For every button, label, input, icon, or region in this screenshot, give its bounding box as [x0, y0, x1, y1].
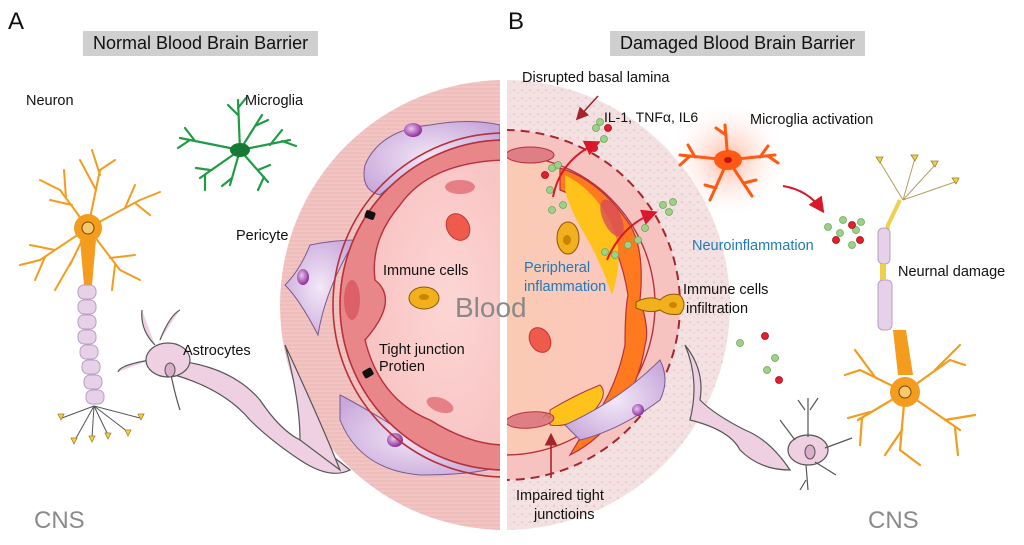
panel-title-normal: Normal Blood Brain Barrier	[83, 31, 319, 56]
panel-divider	[500, 60, 507, 530]
label-tight-junction-1: Tight junction	[379, 342, 465, 358]
label-peripheral-2: inflammation	[524, 279, 607, 295]
label-microglia: Microglia	[245, 93, 304, 109]
label-infiltration-1: Immune cells	[683, 282, 769, 298]
label-pericyte: Pericyte	[236, 228, 289, 244]
label-neuronal-damage: Neurnal damage	[898, 264, 1006, 280]
red-blood-cell	[528, 327, 552, 353]
damaged-vessel	[507, 80, 730, 530]
label-neuron: Neuron	[26, 93, 74, 109]
tight-junction	[362, 367, 374, 379]
normal-vessel	[280, 80, 500, 530]
label-peripheral-1: Peripheral	[524, 260, 591, 276]
neuron-left	[19, 149, 161, 445]
label-microglia-activation: Microglia activation	[750, 112, 874, 128]
label-immune-cells: Immune cells	[383, 263, 469, 279]
annotation-arrows	[544, 95, 825, 478]
label-cns-right: CNS	[868, 507, 919, 534]
label-impaired-2: junctioins	[534, 507, 595, 523]
infiltrating-immune-cell	[635, 293, 685, 315]
panel-letter-a: A	[8, 8, 25, 35]
pericyte-nucleus	[387, 433, 403, 447]
label-blood: Blood	[455, 292, 527, 323]
red-blood-cell	[445, 213, 471, 241]
cytokines	[541, 118, 865, 384]
label-impaired-1: Impaired tight	[516, 488, 604, 504]
pericyte-nucleus	[297, 269, 309, 285]
astrocyte-left	[117, 309, 352, 474]
label-tight-junction-2: Protien	[379, 359, 425, 375]
label-cns-left: CNS	[34, 507, 85, 534]
panel-title-damaged: Damaged Blood Brain Barrier	[610, 31, 866, 56]
panel-letter-b: B	[508, 8, 525, 35]
pericyte-nucleus	[404, 123, 422, 137]
label-neuroinflammation: Neuroinflammation	[692, 238, 814, 254]
neuron-right-damaged	[843, 154, 977, 467]
astrocyte-right	[684, 344, 853, 491]
label-astrocytes: Astrocytes	[183, 343, 251, 359]
tight-junction	[364, 210, 376, 220]
label-infiltration-2: infiltration	[686, 301, 749, 317]
label-disrupted-basal-lamina: Disrupted basal lamina	[522, 70, 670, 86]
label-cytokines: IL-1, TNFα, IL6	[604, 109, 699, 125]
microglia-soma	[230, 143, 250, 157]
pericyte-damaged	[564, 359, 666, 441]
